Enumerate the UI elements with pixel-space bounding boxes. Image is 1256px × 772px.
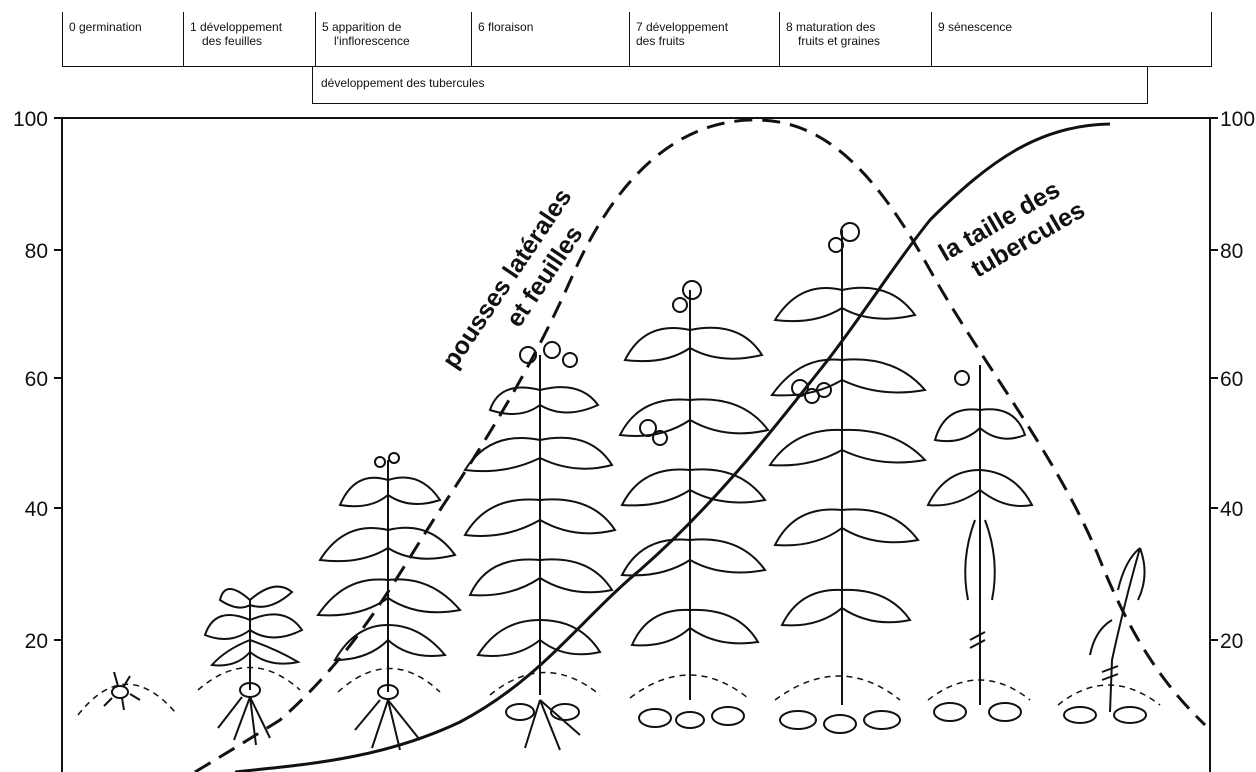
mature-plant-icon [770,223,925,733]
tick-label-20: 20 [25,630,48,653]
chart-frame [62,118,1210,772]
young-plant-icon [205,587,302,745]
fruiting-plant-icon [620,281,768,728]
right-ticks [1210,118,1218,640]
seed-sprout-icon [104,672,140,710]
ground-arc [1058,685,1160,705]
tick-label-80: 80 [25,240,48,263]
tick-label-100-right: 100 [1220,108,1255,131]
budding-plant-icon [318,453,460,750]
ground-arc [775,676,900,700]
right-tick-labels: 100 80 60 40 20 [1220,108,1255,653]
tick-label-100: 100 [13,108,48,131]
dying-plant-icon [1064,548,1146,723]
tuber-curve-label: la taille des tubercules [934,170,1090,293]
tick-label-60-right: 60 [1220,368,1243,391]
tick-label-40: 40 [25,498,48,521]
tick-label-60: 60 [25,368,48,391]
plant-illustrations [78,223,1160,750]
senescent-plant-icon [928,365,1032,721]
left-ticks [54,118,62,640]
tick-label-80-right: 80 [1220,240,1243,263]
left-tick-labels: 100 80 60 40 20 [13,108,48,653]
tick-label-40-right: 40 [1220,498,1243,521]
tick-label-20-right: 20 [1220,630,1243,653]
